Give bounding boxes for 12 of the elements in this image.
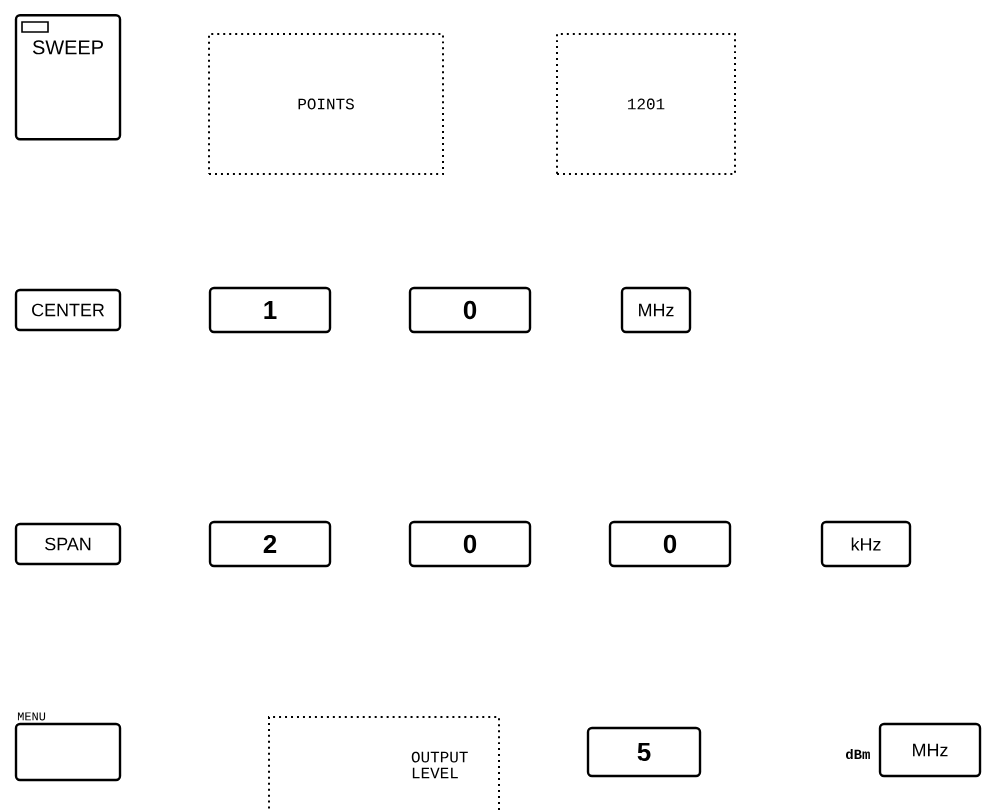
key-button: 0 bbox=[408, 520, 532, 568]
key-button: MHz bbox=[620, 286, 692, 334]
key-button: 0 bbox=[608, 520, 732, 568]
key-button: SPAN bbox=[14, 522, 122, 566]
key-button: SWEEP bbox=[14, 14, 122, 141]
key-button: 1 bbox=[208, 286, 332, 334]
key-button: kHz bbox=[820, 520, 912, 568]
key-button: 2 bbox=[208, 520, 332, 568]
key-button: CENTER bbox=[14, 288, 122, 332]
key-button: 0 bbox=[408, 286, 532, 334]
key-button: 5 bbox=[586, 726, 702, 778]
key-button: MHz bbox=[878, 722, 982, 778]
